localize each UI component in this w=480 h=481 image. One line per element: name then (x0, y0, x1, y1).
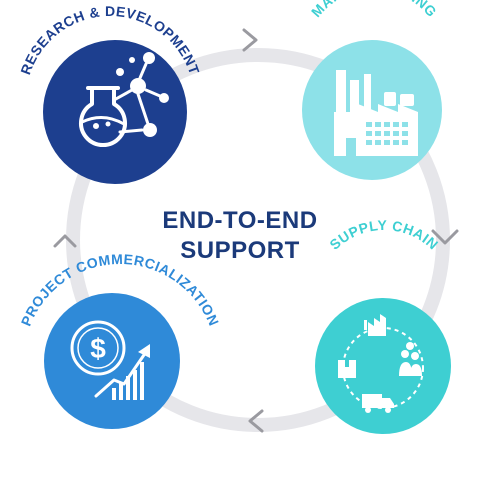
factory-icon (334, 70, 418, 156)
center-title: END-TO-END SUPPORT (140, 206, 340, 266)
stage-label-manufacturing: MANUFACTURING (308, 0, 440, 20)
center-title-line2: SUPPORT (180, 237, 300, 264)
chevron-up-icon (53, 234, 77, 248)
stage-circle-research (43, 40, 187, 184)
chevron-right-icon (242, 28, 258, 52)
dollar-growth-chart-icon: $ (70, 320, 150, 400)
flask-molecule-icon (79, 52, 169, 148)
stage-circle-commercialization (44, 293, 180, 429)
chevron-down-icon (431, 229, 459, 245)
center-title-line1: END-TO-END (162, 207, 318, 234)
stage-circle-supply-chain (315, 298, 451, 434)
supply-chain-cycle-icon (338, 314, 424, 413)
chevron-left-icon (248, 409, 264, 433)
stage-label-supply-chain: SUPPLY CHAIN (326, 217, 441, 253)
stage-research-development: RESEARCH & DEVELOPMENT (17, 3, 202, 184)
stage-project-commercialization: PROJECT COMMERCIALIZATION $ (18, 251, 222, 429)
svg-text:$: $ (90, 333, 106, 364)
stage-manufacturing: MANUFACTURING (302, 0, 442, 180)
